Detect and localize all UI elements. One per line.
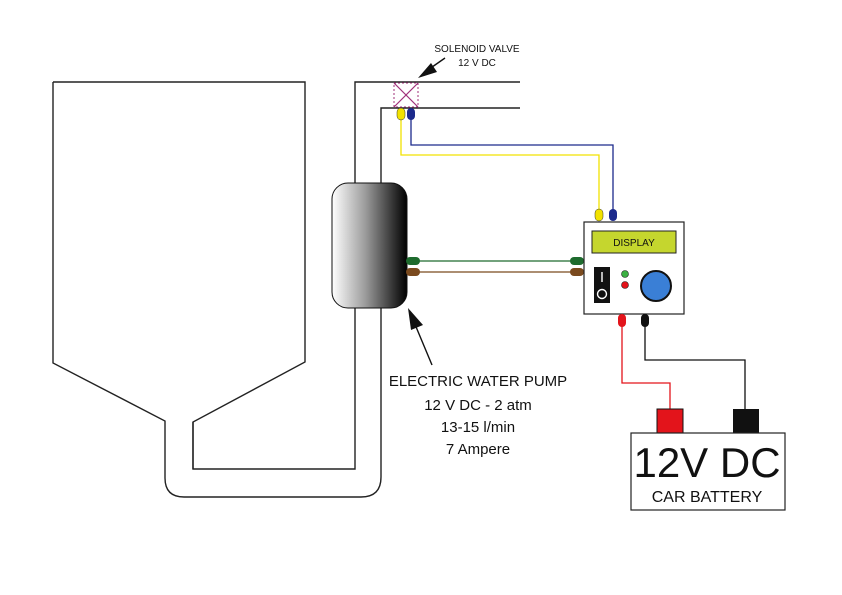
positive-terminal xyxy=(656,408,684,434)
brown-connector-ctrl xyxy=(570,268,584,276)
red-wire xyxy=(621,325,671,410)
black-wire xyxy=(644,325,746,410)
black-connector-ctrl xyxy=(641,314,649,327)
controller-display xyxy=(591,230,677,254)
negative-terminal xyxy=(733,409,759,433)
tank-outline xyxy=(52,82,520,498)
pump-arrow xyxy=(408,308,433,366)
solenoid-valve xyxy=(393,82,419,108)
yellow-connector-ctrl xyxy=(594,208,604,222)
valve-label-line1: SOLENOID VALVE xyxy=(434,44,520,55)
electric-water-pump xyxy=(331,182,408,309)
status-led-red xyxy=(621,281,629,289)
blue-connector xyxy=(407,108,415,120)
display-label: DISPLAY xyxy=(613,238,655,249)
battery-voltage: 12V DC xyxy=(633,439,780,486)
pump-label-line4: 7 Ampere xyxy=(446,441,510,458)
status-led-green xyxy=(621,270,629,278)
pump-label-line3: 13-15 l/min xyxy=(441,419,515,436)
power-switch[interactable] xyxy=(594,267,610,303)
valve-arrow xyxy=(418,57,446,78)
blue-wire xyxy=(410,118,614,212)
pump-label-line2: 12 V DC - 2 atm xyxy=(424,397,532,414)
green-connector-ctrl xyxy=(570,257,584,265)
battery-name: CAR BATTERY xyxy=(652,489,763,506)
pump-label-line1: ELECTRIC WATER PUMP xyxy=(389,373,567,390)
valve-label-line2: 12 V DC xyxy=(458,58,496,69)
control-knob[interactable] xyxy=(640,270,672,302)
controller-box: DISPLAY xyxy=(583,221,685,315)
blue-connector-ctrl xyxy=(609,209,617,221)
brown-connector xyxy=(406,268,420,276)
yellow-connector xyxy=(396,107,406,121)
red-connector-ctrl xyxy=(618,314,626,327)
green-connector xyxy=(406,257,420,265)
car-battery: 12V DC CAR BATTERY xyxy=(630,408,786,511)
yellow-wire xyxy=(400,118,600,212)
